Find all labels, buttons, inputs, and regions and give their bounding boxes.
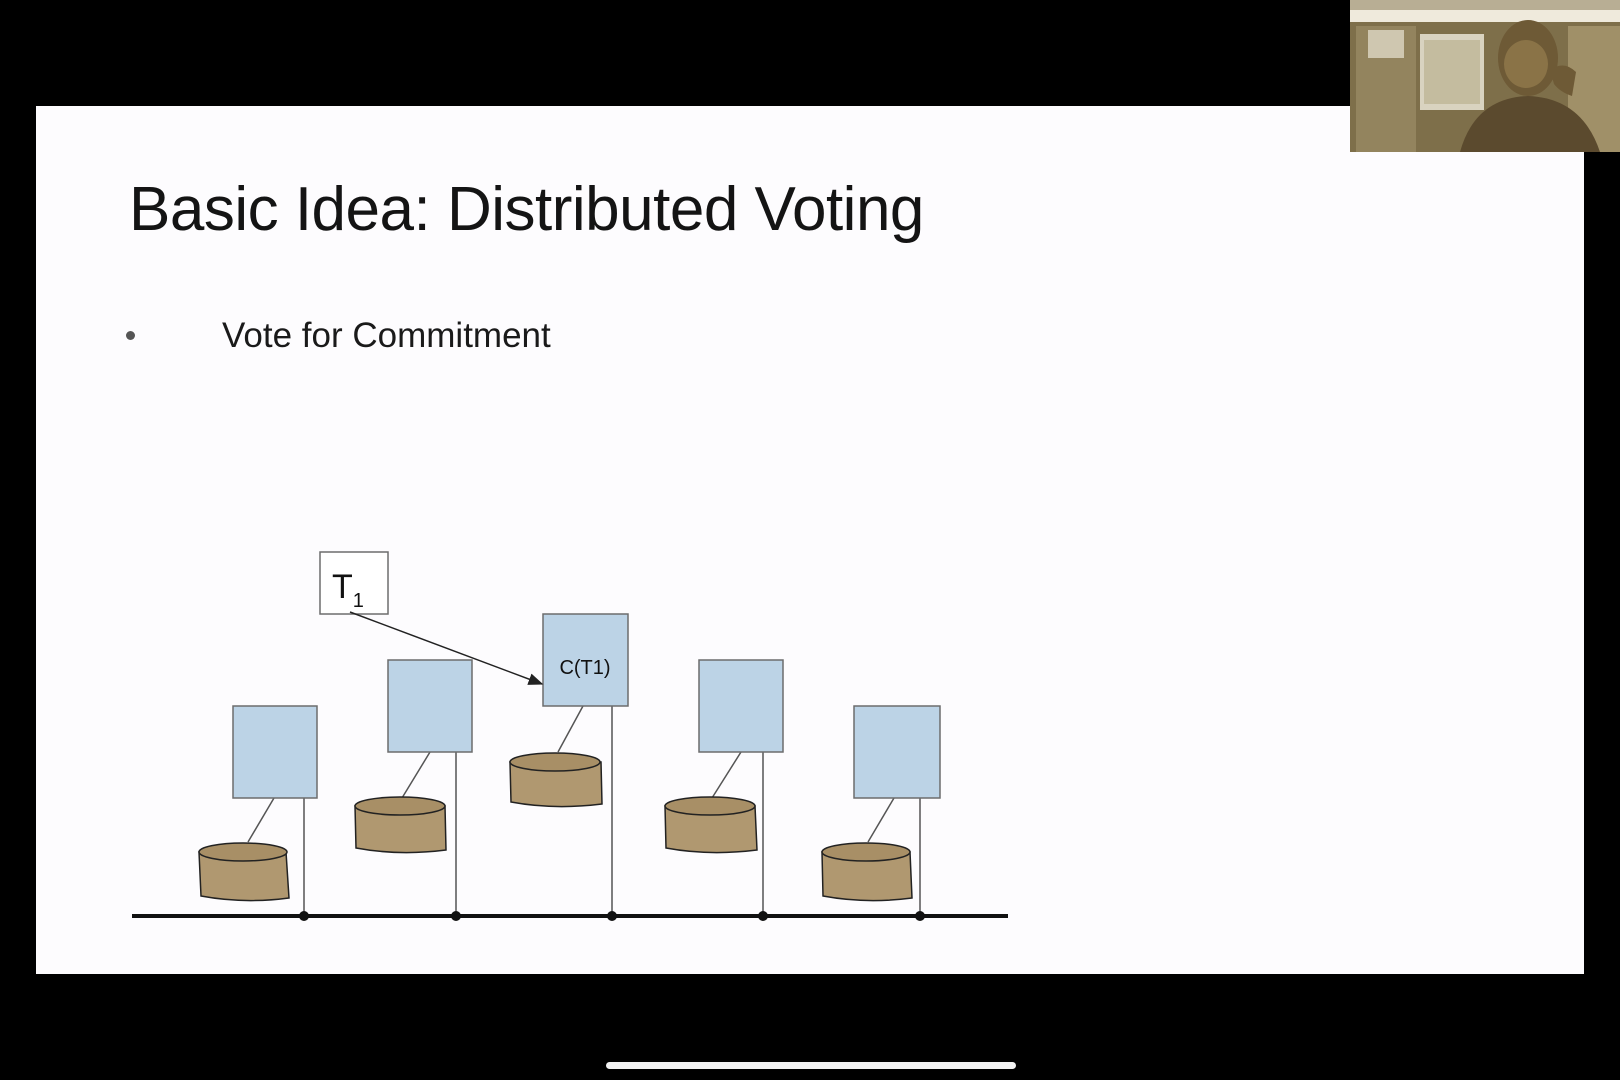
site-node-3: C(T1) — [509, 613, 629, 921]
slide-title: Basic Idea: Distributed Voting — [129, 175, 924, 244]
bus-junction — [758, 911, 768, 921]
bullet-text: Vote for Commitment — [222, 316, 551, 355]
presenter-video-image — [1350, 0, 1620, 152]
disk-link-line — [247, 797, 275, 843]
site-box — [387, 659, 473, 753]
bullet-list: Vote for Commitment — [126, 316, 551, 356]
transaction-letter: T — [332, 568, 353, 606]
database-disk-icon — [509, 752, 603, 808]
home-indicator-bar[interactable] — [606, 1062, 1016, 1069]
distributed-voting-diagram: C(T1) — [132, 551, 1008, 921]
disk-link-line — [867, 797, 895, 843]
database-disk-icon — [354, 796, 447, 854]
transaction-box — [319, 551, 389, 615]
transaction-label: T1 — [332, 568, 364, 612]
disk-link-line — [401, 751, 431, 799]
transaction-arrow — [349, 611, 544, 685]
site-node-5 — [821, 705, 941, 921]
database-disk-icon — [664, 796, 758, 854]
bus-junction — [915, 911, 925, 921]
site-node-2 — [354, 659, 473, 921]
bullet-dot-icon — [126, 331, 135, 340]
bus-junction — [451, 911, 461, 921]
site-box — [698, 659, 784, 753]
site-node-4 — [664, 659, 784, 921]
presenter-video-thumbnail[interactable] — [1350, 0, 1620, 152]
bus-junction — [607, 911, 617, 921]
coordinator-site-box — [542, 613, 629, 707]
database-disk-icon — [198, 842, 290, 902]
bus-junction — [299, 911, 309, 921]
presentation-slide: Basic Idea: Distributed Voting Vote for … — [36, 106, 1584, 974]
disk-link-line — [557, 705, 584, 753]
site-box — [232, 705, 318, 799]
bullet-item: Vote for Commitment — [126, 316, 551, 356]
coordinator-label: C(T1) — [559, 657, 610, 679]
database-disk-icon — [821, 842, 913, 902]
transaction-subscript: 1 — [353, 590, 364, 612]
transaction-node: T1 — [319, 551, 544, 685]
site-node-1 — [198, 705, 318, 921]
disk-link-line — [711, 751, 742, 799]
site-box — [853, 705, 941, 799]
